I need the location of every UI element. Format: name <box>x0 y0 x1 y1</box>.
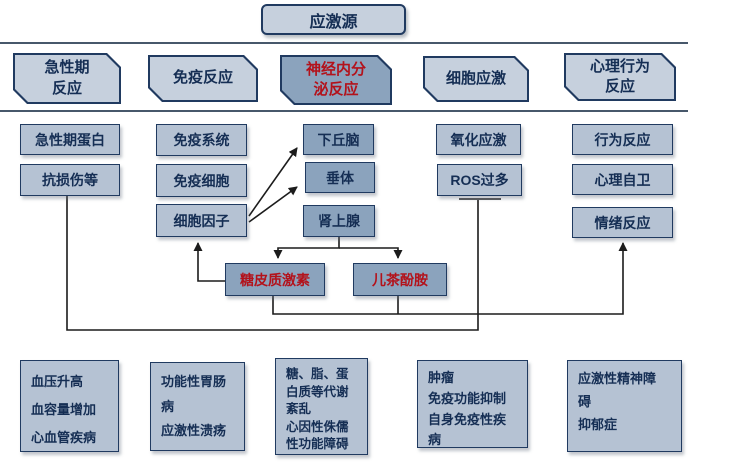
node-immune-cells: 免疫细胞 <box>156 164 247 197</box>
node-cytokines: 细胞因子 <box>156 204 247 237</box>
node-label: 行为反应 <box>594 131 651 148</box>
node-label: 儿茶酚胺 <box>372 271 428 288</box>
arrow-hormones-to-emotional-response <box>272 242 628 315</box>
node-label: 氧化应激 <box>450 131 507 148</box>
arrow-adrenal-to-glucocorticoids <box>273 237 340 259</box>
node-oxidative-stress: 氧化应激 <box>436 124 521 155</box>
node-label: 下丘脑 <box>317 131 360 148</box>
node-catecholamines: 儿茶酚胺 <box>353 263 447 296</box>
node-adrenal-gland: 肾上腺 <box>303 205 375 237</box>
arrow-adrenal-to-catecholamines <box>339 247 403 259</box>
node-emotional-response: 情绪反应 <box>572 207 673 238</box>
header-label: 心理行为 反应 <box>589 57 650 95</box>
header-label: 神经内分 泌反应 <box>305 60 366 98</box>
node-behavioral-response: 行为反应 <box>572 124 673 155</box>
stressor-box: 应激源 <box>261 4 406 35</box>
outcome-immune-tumor: 肿瘤 免疫功能抑制 自身免疫性疾 病 <box>417 360 528 448</box>
header-label: 急性期 反应 <box>44 59 90 97</box>
node-glucocorticoids: 糖皮质激素 <box>225 263 325 296</box>
header-neuroendocrine-response: 神经内分 泌反应 <box>280 55 392 105</box>
node-label: ROS过多 <box>450 172 509 188</box>
node-label: 肾上腺 <box>318 213 360 229</box>
node-immune-system: 免疫系统 <box>156 124 247 156</box>
top-divider-line <box>0 42 688 45</box>
header-cell-stress: 细胞应激 <box>423 56 529 102</box>
node-label: 情绪反应 <box>594 214 651 231</box>
header-psych-behavior-response: 心理行为 反应 <box>564 53 676 101</box>
outcome-metabolic: 糖、脂、蛋 白质等代谢 紊乱 心因性侏儒 性功能障碍 <box>275 358 368 455</box>
arrow-cytokines-to-pituitary <box>248 186 298 223</box>
outcome-psychiatric: 应激性精神障 碍 抑郁症 <box>567 360 682 452</box>
stressor-label: 应激源 <box>309 13 358 31</box>
header-label: 细胞应激 <box>445 69 506 87</box>
outcome-gastrointestinal: 功能性胃肠 病 应激性溃疡 <box>150 362 245 451</box>
node-anti-injury: 抗损伤等 <box>20 164 120 196</box>
header-immune-response: 免疫反应 <box>148 55 258 102</box>
node-label: 垂体 <box>326 169 354 186</box>
outcome-cardiovascular: 血压升高 血容量增加 心血管疾病 <box>20 360 119 452</box>
node-pituitary: 垂体 <box>305 162 375 193</box>
node-acute-phase-protein: 急性期蛋白 <box>20 124 120 155</box>
node-label: 免疫系统 <box>173 132 230 148</box>
node-label: 糖皮质激素 <box>240 271 310 288</box>
arrow-glucocorticoids-to-cytokines <box>193 242 225 282</box>
node-label: 急性期蛋白 <box>35 131 105 148</box>
node-psychological-defense: 心理自卫 <box>572 164 673 195</box>
header-acute-phase-response: 急性期 反应 <box>13 53 121 104</box>
node-ros-excess: ROS过多 <box>437 164 522 196</box>
node-label: 细胞因子 <box>173 212 230 229</box>
arrow-cytokines-to-hypothalamus <box>248 147 298 217</box>
second-divider-line <box>0 110 688 113</box>
node-label: 免疫细胞 <box>173 172 230 189</box>
node-label: 抗损伤等 <box>42 172 98 188</box>
header-label: 免疫反应 <box>172 69 233 87</box>
node-label: 心理自卫 <box>594 171 651 188</box>
node-hypothalamus: 下丘脑 <box>303 124 374 155</box>
